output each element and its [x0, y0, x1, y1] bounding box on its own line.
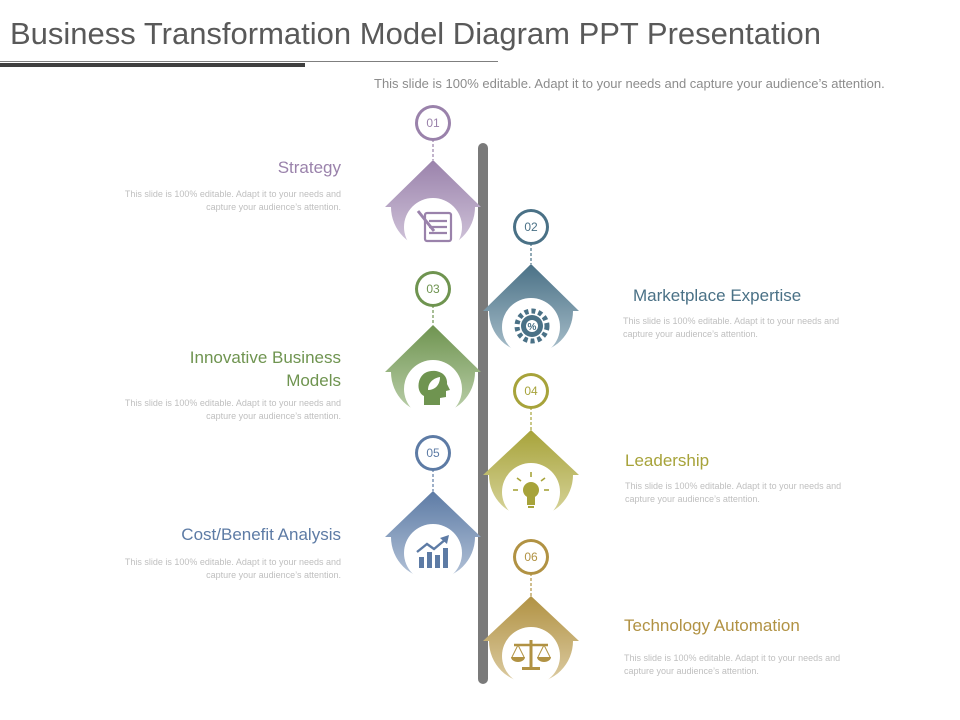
svg-text:%: %	[528, 322, 537, 333]
slide-title: Business Transformation Model Diagram PP…	[10, 16, 821, 51]
slide-subtitle: This slide is 100% editable. Adapt it to…	[374, 76, 885, 91]
step-number: 05	[426, 446, 440, 460]
step-2-title: Marketplace Expertise	[633, 286, 802, 305]
step-5-description: This slide is 100% editable. Adapt it to…	[124, 557, 341, 580]
step-6-title: Technology Automation	[624, 616, 800, 635]
step-5: 05	[385, 435, 481, 582]
step-2-description: This slide is 100% editable. Adapt it to…	[623, 316, 840, 339]
step-3-title: Innovative Business Models	[189, 348, 341, 390]
step-5-title: Cost/Benefit Analysis	[181, 525, 341, 544]
step-number: 06	[524, 550, 538, 564]
step-2: 02 %	[483, 209, 579, 356]
title-underline-thick	[0, 63, 305, 67]
step-number: 01	[426, 116, 440, 130]
step-6-description: This slide is 100% editable. Adapt it to…	[624, 653, 841, 676]
step-number: 04	[524, 384, 538, 398]
step-4: 04	[483, 373, 579, 521]
title-underline-thin	[0, 61, 498, 62]
lightbulb-icon	[513, 472, 549, 508]
head-leaf-icon	[418, 370, 450, 405]
step-number: 03	[426, 282, 440, 296]
step-1-title: Strategy	[277, 158, 341, 177]
step-4-title: Leadership	[625, 451, 710, 470]
step-3: 03	[385, 271, 481, 418]
central-spine	[478, 143, 488, 684]
step-1-description: This slide is 100% editable. Adapt it to…	[124, 189, 341, 212]
growth-chart-icon	[416, 535, 449, 568]
gear-icon: %	[514, 308, 550, 344]
step-3-description: This slide is 100% editable. Adapt it to…	[124, 398, 341, 421]
scales-icon	[511, 640, 551, 670]
step-4-description: This slide is 100% editable. Adapt it to…	[625, 481, 842, 504]
notepad-icon	[416, 210, 453, 243]
step-number: 02	[524, 220, 538, 234]
step-1: 01	[385, 105, 481, 256]
step-6: 06	[483, 539, 579, 685]
